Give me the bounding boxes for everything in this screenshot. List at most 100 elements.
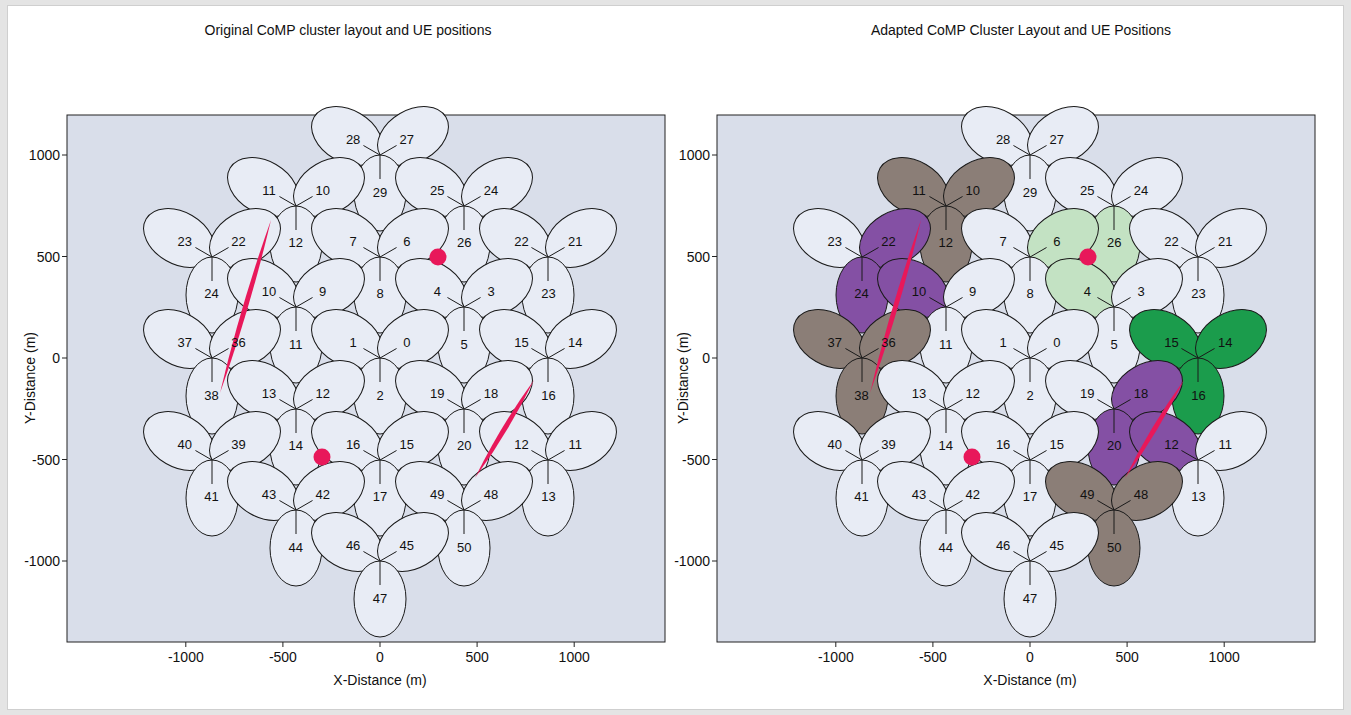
antenna-leader	[1030, 155, 1031, 179]
antenna-leader	[464, 196, 480, 206]
sector-number: 42	[965, 487, 979, 502]
antenna-leader	[1030, 460, 1031, 484]
sector-number: 11	[939, 337, 953, 352]
antenna-leader	[1030, 450, 1046, 460]
x-tick	[185, 642, 186, 647]
sector-number: 23	[541, 286, 555, 301]
panel-title: Original CoMP cluster layout and UE posi…	[205, 21, 492, 39]
antenna-leader	[1198, 450, 1214, 460]
sector-number: 15	[514, 335, 528, 350]
sector-number: 24	[854, 286, 868, 301]
sector-number: 11	[568, 437, 582, 452]
antenna-leader	[548, 460, 549, 484]
sector-number: 37	[828, 335, 842, 350]
sector-number: 14	[289, 438, 303, 453]
sector-number: 12	[315, 386, 329, 401]
y-tick-label: 1000	[29, 147, 60, 163]
lobe-outline	[920, 510, 972, 586]
antenna-leader	[1198, 460, 1199, 484]
y-tick	[712, 256, 717, 257]
sector-number: 19	[1080, 386, 1094, 401]
antenna-leader	[862, 349, 878, 359]
x-axis-title: X-Distance (m)	[333, 671, 426, 689]
antenna-leader	[380, 349, 396, 359]
sector-number: 16	[346, 437, 360, 452]
ue-dot	[314, 449, 331, 466]
ue-dot	[1080, 249, 1097, 266]
sector-number: 10	[912, 284, 926, 299]
plot-panel: Original CoMP cluster layout and UE posi…	[12, 8, 672, 706]
y-tick-label: 500	[687, 249, 710, 265]
sector-number: 8	[376, 286, 383, 301]
sector-number: 15	[1050, 437, 1064, 452]
sector-number: 4	[434, 284, 441, 299]
sector-number: 9	[969, 284, 976, 299]
sector-number: 14	[568, 335, 582, 350]
antenna-leader	[464, 501, 480, 511]
sector-number: 16	[996, 437, 1010, 452]
antenna-leader	[1114, 298, 1130, 308]
lobe-outline	[270, 510, 322, 586]
sector-number: 7	[350, 234, 357, 249]
antenna-leader	[212, 349, 228, 359]
antenna-leader	[380, 460, 381, 484]
antenna-leader	[295, 307, 296, 331]
x-tick-label: -1000	[168, 649, 204, 665]
sector-number: 13	[541, 489, 555, 504]
antenna-leader	[946, 501, 962, 511]
sector-number: 15	[1164, 335, 1178, 350]
y-tick	[712, 155, 717, 156]
sector-number: 47	[1023, 591, 1037, 606]
antenna-leader	[211, 460, 212, 484]
sector-number: 4	[1084, 284, 1091, 299]
sector-number: 17	[1023, 489, 1037, 504]
sector-number: 43	[262, 487, 276, 502]
sector-number: 3	[487, 284, 494, 299]
x-tick	[1224, 642, 1225, 647]
y-tick-label: -500	[32, 452, 60, 468]
sector-number: 6	[1053, 234, 1060, 249]
sector-number: 20	[457, 438, 471, 453]
ue-track	[870, 220, 921, 393]
x-tick-label: 1000	[559, 649, 590, 665]
sector-number: 28	[996, 132, 1010, 147]
x-tick-label: 0	[1026, 649, 1034, 665]
x-tick	[477, 642, 478, 647]
antenna-leader	[1114, 409, 1115, 433]
x-tick-label: -500	[269, 649, 297, 665]
sector-number: 50	[1107, 540, 1121, 555]
antenna-leader	[212, 450, 228, 460]
y-tick	[62, 256, 67, 257]
sector-number: 17	[373, 489, 387, 504]
ue-track	[475, 380, 534, 478]
antenna-leader	[295, 409, 296, 433]
antenna-leader	[861, 257, 862, 281]
antenna-leader	[296, 298, 312, 308]
y-tick	[62, 459, 67, 460]
sector-number: 40	[828, 437, 842, 452]
antenna-leader	[1114, 501, 1130, 511]
lobe-outline	[1004, 561, 1056, 637]
x-tick-label: -500	[919, 649, 947, 665]
sector-number: 47	[373, 591, 387, 606]
sector-number: 26	[457, 235, 471, 250]
sector-number: 48	[484, 487, 498, 502]
sector-number: 12	[1164, 437, 1178, 452]
lobe-outline	[186, 460, 238, 536]
antenna-leader	[548, 247, 564, 257]
antenna-leader	[211, 358, 212, 382]
antenna-leader	[380, 146, 396, 156]
sector-number: 24	[204, 286, 218, 301]
sector-number: 29	[373, 185, 387, 200]
sector-number: 39	[881, 437, 895, 452]
sector-number: 10	[262, 284, 276, 299]
sector-number: 16	[1191, 388, 1205, 403]
sector-number: 41	[854, 489, 868, 504]
sector-number: 49	[1080, 487, 1094, 502]
sector-number: 6	[403, 234, 410, 249]
sector-number: 11	[262, 183, 276, 198]
antenna-leader	[1198, 247, 1214, 257]
plot-panel: Adapted CoMP Cluster Layout and UE Posit…	[664, 8, 1336, 706]
sector-number: 36	[881, 335, 895, 350]
